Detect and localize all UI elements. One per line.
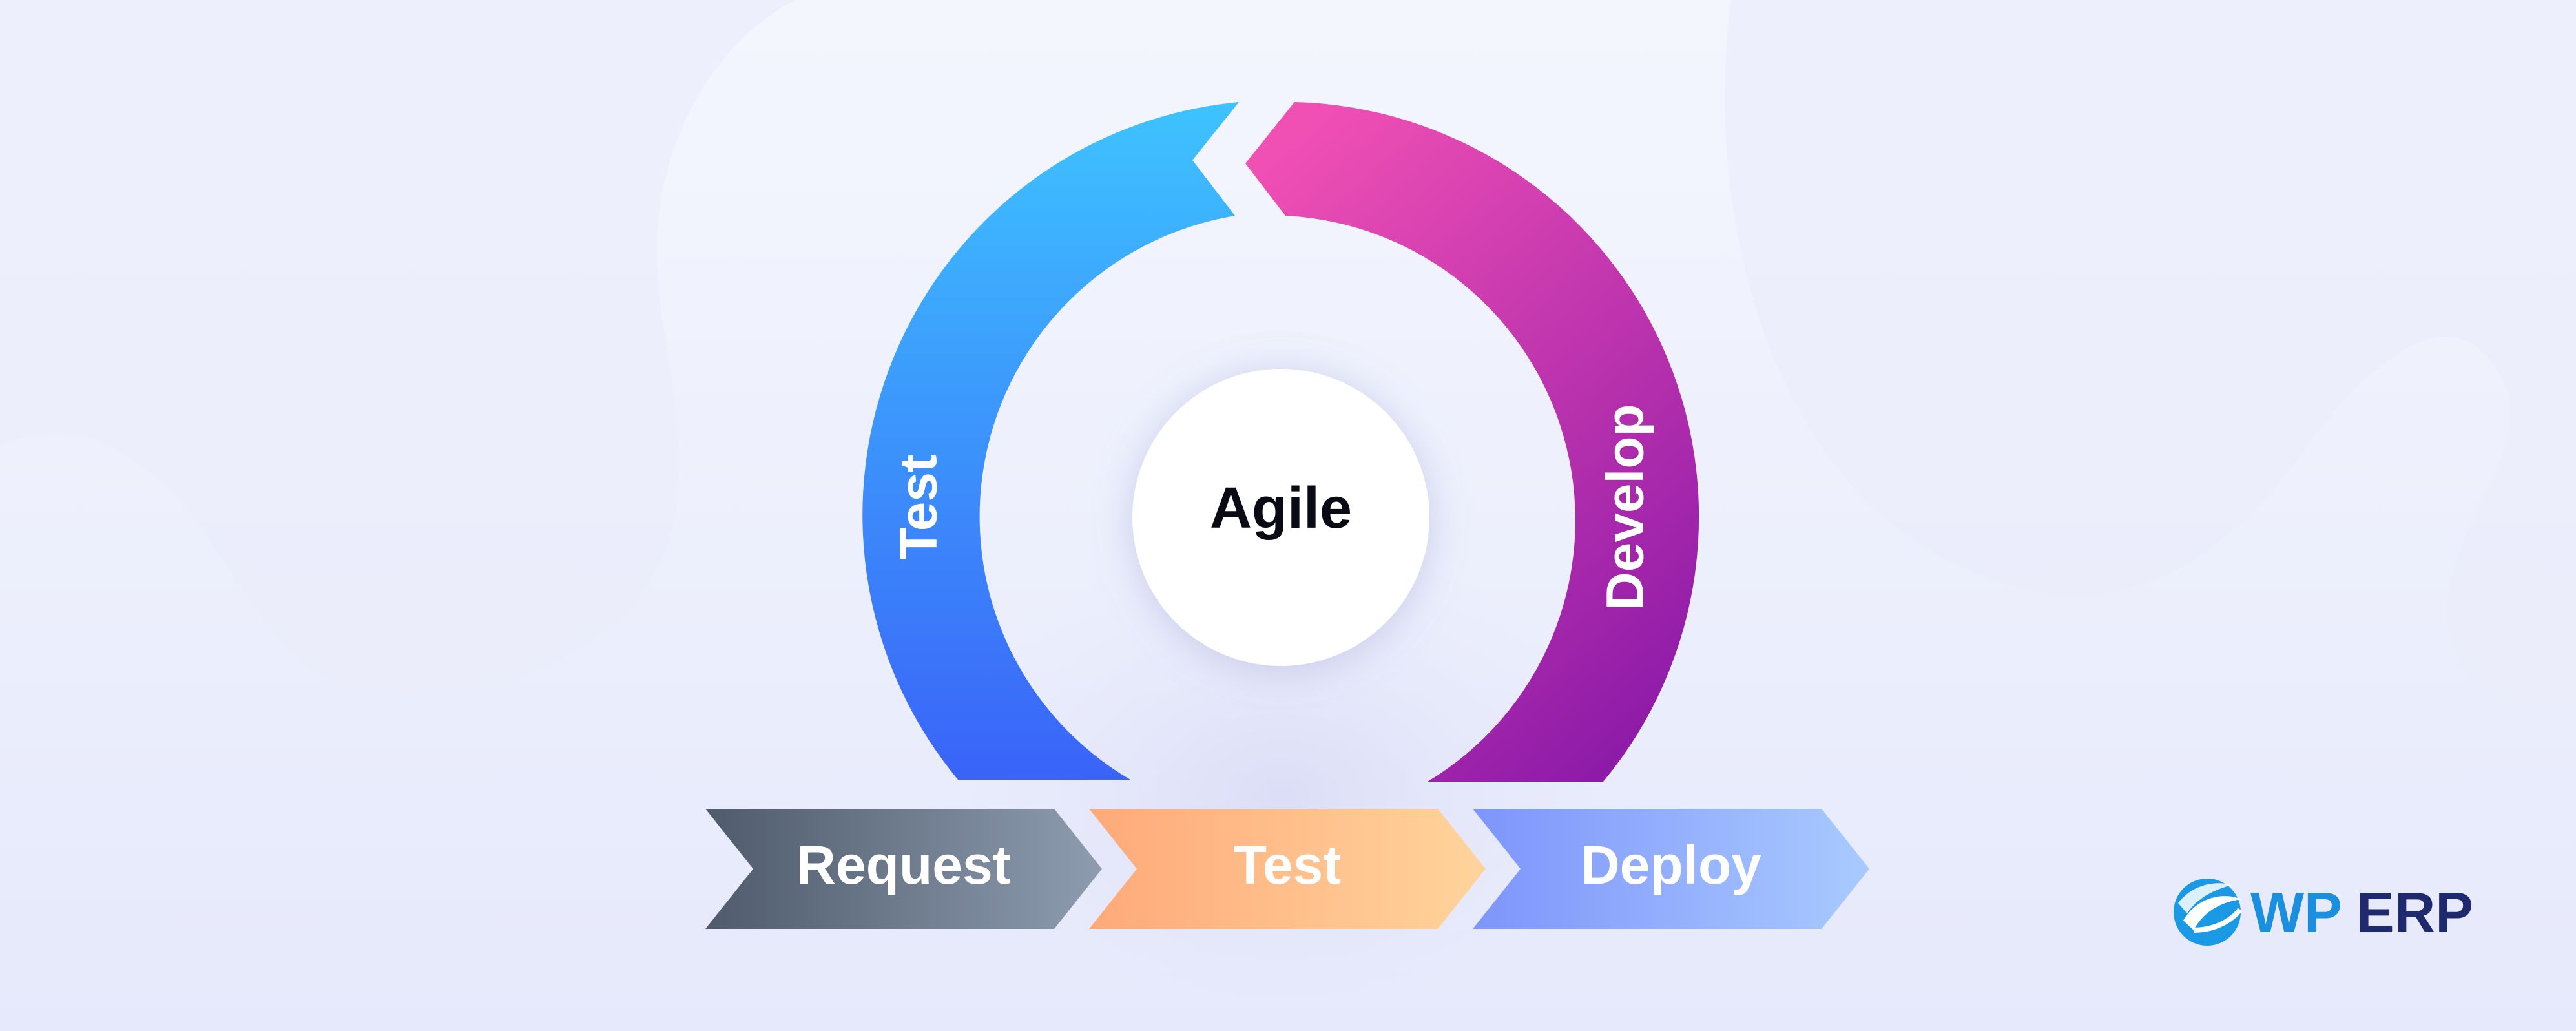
step-test-arrow — [1089, 809, 1486, 929]
agile-center-circle — [1132, 369, 1429, 666]
background-blob-left — [0, 0, 795, 698]
logo-erp-text: ERP — [2356, 880, 2473, 944]
logo-wp-text: WP — [2250, 880, 2342, 944]
step-deploy-arrow — [1473, 809, 1869, 929]
step-test-label: Test — [1234, 835, 1341, 895]
wp-erp-logo: WP ERP — [2174, 879, 2473, 946]
step-deploy-label: Deploy — [1581, 835, 1761, 895]
background-blob-right — [1725, 0, 2576, 717]
wp-erp-logo-icon — [2174, 879, 2243, 946]
step-request-label: Request — [796, 835, 1010, 895]
step-deploy: Deploy — [1473, 809, 1869, 929]
step-request-arrow — [705, 809, 1102, 929]
test-arc — [862, 102, 1239, 780]
center-glow — [901, 536, 1663, 1031]
step-test: Test — [1089, 809, 1486, 929]
test-arc-label: Test — [889, 455, 948, 560]
step-request: Request — [705, 809, 1102, 929]
agile-center-label: Agile — [1210, 476, 1352, 541]
develop-arc — [1245, 102, 1699, 782]
develop-arc-label: Develop — [1596, 404, 1655, 610]
